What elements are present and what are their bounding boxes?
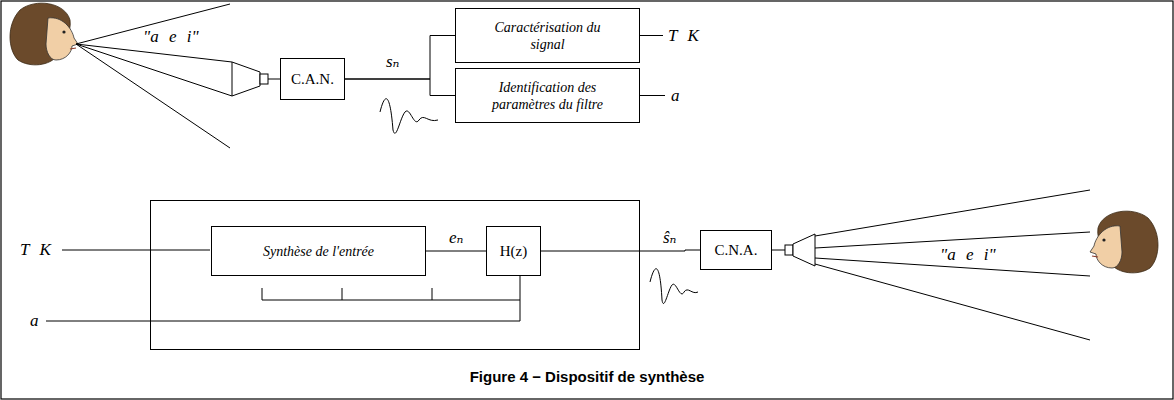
synthesizer-group: Synthèse de l'entrée H(z) xyxy=(150,200,640,350)
process-box: Identification des paramètres du filtre xyxy=(455,68,640,123)
speech-sound: "a e i" xyxy=(940,245,996,264)
parameter-name: a xyxy=(671,86,680,105)
box-label: H(z) xyxy=(500,243,527,260)
box-label: Synthèse de l'entrée xyxy=(263,243,374,260)
signal-wire xyxy=(426,251,486,252)
box-label: C.A.N. xyxy=(291,71,334,88)
process-box: Caractérisation du signal xyxy=(455,8,640,63)
filter-box: H(z) xyxy=(486,226,541,276)
converter-box: C.A.N. xyxy=(280,58,345,100)
signal-name: ŝₙ xyxy=(661,228,679,247)
speaker-face xyxy=(10,3,78,65)
signal-wire xyxy=(345,79,455,96)
microphone-symbol xyxy=(232,62,280,96)
converter-box: C.N.A. xyxy=(700,230,772,270)
listener-face xyxy=(1090,211,1158,273)
sound-fan xyxy=(76,4,232,148)
process-box: Synthèse de l'entrée xyxy=(211,226,426,276)
signal-waveform xyxy=(380,99,438,134)
parameter-name: T K xyxy=(668,26,699,45)
figure-caption: Figure 4 − Dispositif de synthèse xyxy=(0,368,1174,385)
signal-wire xyxy=(345,36,455,80)
box-label: Caractérisation du signal xyxy=(478,19,618,53)
sound-fan xyxy=(815,190,1090,340)
signal-waveform xyxy=(650,269,698,304)
signal-name: sₙ xyxy=(386,52,400,71)
signal-name: eₙ xyxy=(447,228,465,247)
loudspeaker-symbol xyxy=(772,234,815,266)
output-wires xyxy=(46,36,665,322)
box-label: Identification des paramètres du filtre xyxy=(478,79,618,113)
speech-sound: "a e i" xyxy=(143,27,199,46)
box-label: C.N.A. xyxy=(715,242,758,259)
parameter-name: a xyxy=(30,311,39,330)
signal-wire xyxy=(541,250,700,251)
parameter-name: T K xyxy=(20,240,51,259)
